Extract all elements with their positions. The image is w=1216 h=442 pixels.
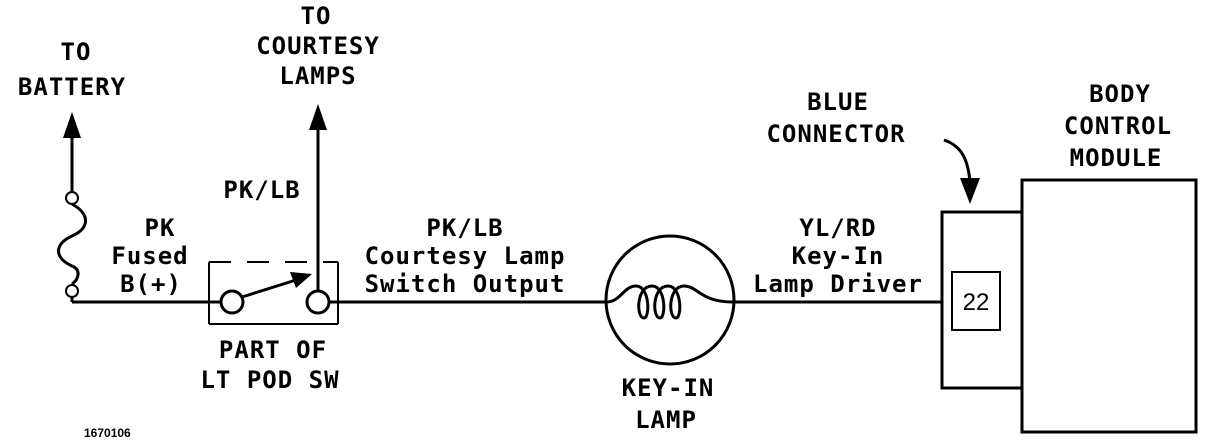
lt-pod-switch: PART OF LT POD SW — [200, 261, 339, 394]
lamp-filament-icon — [606, 284, 734, 320]
body-control-module: BLUE CONNECTOR BODY CONTROL MODULE 22 — [766, 80, 1198, 434]
to-courtesy-label-line2: COURTESY — [256, 32, 380, 60]
pin-22-label: 22 — [963, 289, 990, 316]
battery-feed: TO BATTERY — [18, 38, 126, 302]
key-in-lamp-label-line1: KEY-IN — [622, 374, 715, 402]
pin-box — [951, 271, 1001, 331]
fused-label: Fused — [111, 242, 188, 270]
figure-id: 1670106 — [84, 426, 131, 440]
blue-label: BLUE — [807, 88, 869, 116]
control-label: CONTROL — [1064, 112, 1172, 140]
switch-output-label: Switch Output — [365, 270, 566, 298]
switch-blade — [241, 278, 297, 299]
lamp-bulb-icon — [604, 234, 736, 366]
courtesy-lamp-label: Courtesy Lamp — [365, 242, 566, 270]
bplus-label: B(+) — [120, 270, 182, 298]
fuse-icon — [57, 202, 87, 286]
to-courtesy-label-line3: LAMPS — [279, 62, 356, 90]
part-of-label: PART OF — [219, 336, 327, 364]
courtesy-lamps-feed: TO COURTESY LAMPS PK/LB — [223, 2, 379, 290]
to-courtesy-label-line1: TO — [301, 2, 332, 30]
fuse-terminal-top — [65, 191, 79, 205]
lt-pod-sw-label: LT POD SW — [200, 366, 339, 394]
connector-pointer-line — [943, 138, 972, 183]
courtesy-arrow-icon — [309, 104, 327, 130]
switch-arrow-icon — [290, 272, 312, 288]
to-battery-label-line1: TO — [61, 38, 92, 66]
key-in-lamp-label-line2: LAMP — [635, 406, 697, 434]
body-label: BODY — [1089, 80, 1151, 108]
battery-arrow-icon — [63, 112, 81, 138]
bcm-box — [1020, 178, 1198, 434]
lamp-driver-label: Lamp Driver — [753, 270, 923, 298]
key-in-lamp: KEY-IN LAMP — [604, 234, 736, 434]
module-label: MODULE — [1070, 144, 1163, 172]
key-in-label: Key-In — [792, 242, 885, 270]
fuse-terminal-bottom — [65, 284, 79, 298]
to-battery-label-line2: BATTERY — [18, 73, 126, 101]
connector-pointer-arrow-icon — [960, 178, 980, 204]
yl-rd-label: YL/RD — [799, 214, 876, 242]
switch-contact-right — [305, 289, 331, 315]
pk-lb-wire-label: PK/LB — [426, 214, 503, 242]
pk-wire-label: PK — [145, 214, 176, 242]
connector-label: CONNECTOR — [766, 120, 905, 148]
pk-lb-vertical-label: PK/LB — [223, 176, 300, 204]
switch-contact-left — [219, 289, 245, 315]
